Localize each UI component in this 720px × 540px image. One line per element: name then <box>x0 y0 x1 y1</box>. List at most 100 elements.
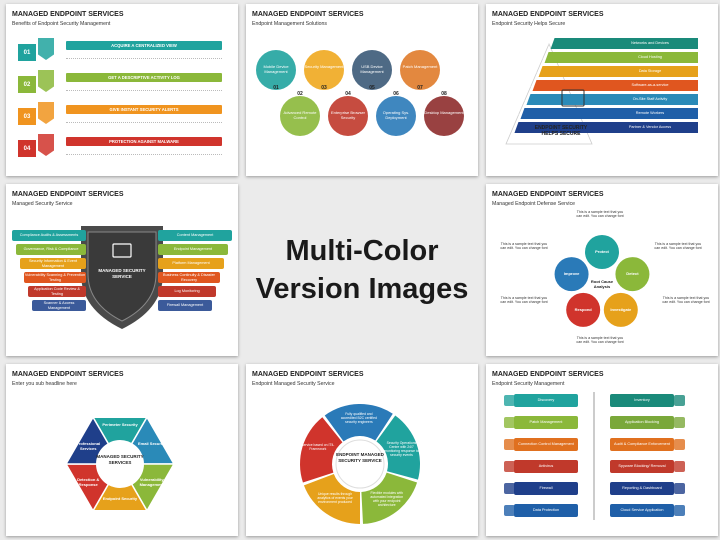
slide-title: MANAGED ENDPOINT SERVICES <box>12 371 124 378</box>
left-pill: Security Information & Event Management <box>20 258 86 269</box>
node-circle <box>376 96 416 136</box>
node-number: 03 <box>321 85 327 91</box>
sample-text: This is a sample text that you can edit.… <box>654 242 702 251</box>
cycle-node-label: Detect <box>626 271 639 277</box>
ring-segment <box>303 473 360 524</box>
ring-segment-label: Service based on ITIL Framework <box>301 443 335 452</box>
node-label: Advanced Remote Control <box>283 110 317 120</box>
node-circle <box>304 50 344 90</box>
stripe-number: 05 <box>520 97 525 102</box>
stripe-band <box>532 80 698 91</box>
slide-subtitle: Enter you sub headline here <box>12 381 77 387</box>
cycle-node <box>585 235 619 269</box>
computer-lock-icon <box>112 243 132 258</box>
slide-subtitle: Endpoint Security Helps Secure <box>492 21 566 27</box>
hex-segment-label: Vulnerability Management <box>139 477 165 488</box>
left-item: Discovery <box>514 394 578 407</box>
slide-benefits[interactable]: MANAGED ENDPOINT SERVICES Benefits of En… <box>6 4 238 176</box>
row-icon <box>38 70 54 92</box>
node-number: 02 <box>297 91 303 97</box>
shield-center-label: MANAGED SECURITY SERVICE <box>98 268 146 279</box>
hex-segment-label: Professional Services <box>76 440 101 451</box>
stripe-number: 01 <box>544 41 549 46</box>
hex-segment-label: Perimeter Security <box>102 422 138 428</box>
row-number: 02 <box>18 76 36 93</box>
hex-center-label: MANAGED SECURITY SERVICES <box>96 454 144 465</box>
node-circle <box>352 50 392 90</box>
hex-segment-label: Endpoint Security <box>102 495 138 501</box>
slide-endpoint-managed[interactable]: MANAGED ENDPOINT SERVICES Endpoint Manag… <box>246 364 478 536</box>
ring-segment <box>376 415 420 480</box>
pyramid-center-label: ENDPOINT SECURITY HELPS SECURE <box>534 125 588 137</box>
center-divider <box>593 392 595 520</box>
node-number: 07 <box>417 85 423 91</box>
right-pill: Platform Management <box>158 258 224 269</box>
hex-segment-label: Detection & Response <box>77 477 100 488</box>
stripe-label: On-Site Staff Activity <box>632 97 668 101</box>
left-item-icon <box>504 483 515 494</box>
right-item-icon <box>674 505 685 516</box>
stripe-number: 02 <box>538 55 543 60</box>
slide-title: MANAGED ENDPOINT SERVICES <box>492 371 604 378</box>
hexagon-diagram <box>64 415 176 513</box>
ring-segment-label: Flexible modules with automated integrat… <box>370 490 404 507</box>
right-item-icon <box>674 439 685 450</box>
row-number: 03 <box>18 108 36 125</box>
hex-segment-label: Email Security <box>138 440 166 446</box>
left-item-icon <box>504 505 515 516</box>
row-description-line <box>66 85 222 91</box>
node-label: Operating Sys. Deployment <box>382 110 410 120</box>
right-pill: Firewall Management <box>158 300 212 311</box>
slide-security-services-hex[interactable]: MANAGED ENDPOINT SERVICES Enter you sub … <box>6 364 238 536</box>
stripe-number: 04 <box>526 83 531 88</box>
left-item: Patch Management <box>514 416 578 429</box>
node-circle <box>256 50 296 90</box>
left-pill: Scanner & Access Management <box>32 300 86 311</box>
ring-segment <box>361 472 418 524</box>
right-item: Cloud Service Application <box>610 504 674 517</box>
node-label: Security Management <box>304 64 344 69</box>
stripe-band <box>520 108 698 119</box>
left-item: Antivirus <box>514 460 578 473</box>
cycle-node <box>554 257 589 292</box>
stripe-band <box>544 52 698 63</box>
right-item: Audit & Compliance Enforcement <box>610 438 674 451</box>
stripe-number: 07 <box>508 125 513 130</box>
right-item-icon <box>674 395 685 406</box>
pyramid-diagram <box>505 38 698 145</box>
slide-title: MANAGED ENDPOINT SERVICES <box>12 191 124 198</box>
slide-title: MANAGED ENDPOINT SERVICES <box>492 11 604 18</box>
node-circle <box>424 96 464 136</box>
ring-diagram <box>300 404 420 524</box>
sample-text: This is a sample text that you can edit.… <box>500 296 548 305</box>
left-pill: Governance, Risk & Compliance <box>16 244 86 255</box>
slide-subtitle: Managed Security Service <box>12 201 73 207</box>
stripe-label: Remote Workers <box>635 111 665 115</box>
sample-text: This is a sample text that you can edit.… <box>576 210 624 219</box>
ring-segment-label: Fully qualified and accredited B2C certi… <box>340 412 377 424</box>
slide-defense-service[interactable]: MANAGED ENDPOINT SERVICES Managed Endpoi… <box>486 184 718 356</box>
slide-managed-security[interactable]: MANAGED ENDPOINT SERVICES Managed Securi… <box>6 184 238 356</box>
slide-solutions[interactable]: MANAGED ENDPOINT SERVICES Endpoint Manag… <box>246 4 478 176</box>
row-description-line <box>66 53 222 59</box>
slide-helps-secure[interactable]: MANAGED ENDPOINT SERVICES Endpoint Secur… <box>486 4 718 176</box>
right-item-icon <box>674 461 685 472</box>
right-pill: Business Continuity & Disaster Recovery <box>158 272 220 283</box>
node-number: 06 <box>393 91 399 97</box>
row-title: ACQUIRE A CENTRALIZED VIEW <box>66 41 222 50</box>
left-pill: Compliance Audits & Assessments <box>12 230 86 241</box>
row-title: PROTECTION AGAINST MALWARE <box>66 137 222 146</box>
right-pill: Log Monitoring <box>158 286 216 297</box>
node-circle <box>328 96 368 136</box>
right-item-icon <box>674 483 685 494</box>
sample-text: This is a sample text that you can edit.… <box>662 296 710 305</box>
cycle-center-label: Root Cause Analysis <box>590 279 614 289</box>
node-number: 01 <box>273 85 279 91</box>
left-item: Connection Control Management <box>514 438 578 451</box>
left-item: Data Protection <box>514 504 578 517</box>
cycle-node-label: Respond <box>574 306 592 312</box>
right-pill: Endpoint Management <box>158 244 228 255</box>
node-circle <box>280 96 320 136</box>
slide-endpoint-mgmt[interactable]: MANAGED ENDPOINT SERVICES Endpoint Secur… <box>486 364 718 536</box>
node-label: Enterprise Browser Security <box>330 110 365 120</box>
